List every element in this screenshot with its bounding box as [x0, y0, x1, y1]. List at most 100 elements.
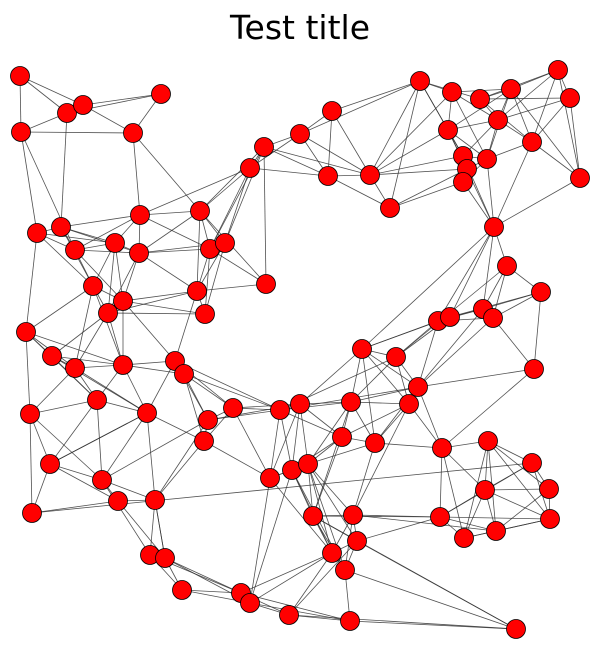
graph-edge — [183, 373, 234, 409]
graph-edge — [263, 146, 267, 285]
graph-node — [365, 433, 385, 453]
graph-edge — [307, 401, 352, 465]
graph-edge — [36, 232, 94, 287]
graph-node — [347, 531, 367, 551]
graph-edge — [493, 141, 533, 228]
graph-node — [360, 165, 380, 185]
graph-node — [92, 470, 112, 490]
graph-node — [343, 505, 363, 525]
graph-edge — [417, 368, 535, 388]
graph-edge — [29, 367, 76, 415]
graph-node — [290, 394, 310, 414]
graph-node — [501, 79, 521, 99]
graph-node — [506, 619, 526, 639]
graph-edge — [74, 249, 140, 254]
graph-edge — [369, 91, 453, 176]
graph-node — [73, 95, 93, 115]
graph-edge — [51, 312, 109, 357]
graph-edge — [449, 291, 542, 318]
graph-edge — [269, 409, 281, 479]
graph-node — [488, 110, 508, 130]
graph-node — [187, 281, 207, 301]
graph-node — [113, 355, 133, 375]
graph-node — [87, 390, 107, 410]
graph-edge — [139, 167, 251, 216]
graph-edge — [299, 348, 363, 405]
graph-node — [51, 217, 71, 237]
graph-edge — [249, 133, 301, 169]
graph-edge — [138, 252, 198, 292]
graph-node — [453, 172, 473, 192]
graph-node — [560, 88, 580, 108]
graph-edge — [138, 248, 211, 254]
graph-edge — [249, 469, 293, 604]
graph-edge — [439, 516, 551, 520]
graph-node — [113, 291, 133, 311]
graph-node — [151, 84, 171, 104]
graph-edge — [249, 477, 271, 604]
graph-edge — [557, 69, 581, 179]
graph-node — [475, 480, 495, 500]
graph-edge — [60, 214, 141, 228]
graph-node — [408, 377, 428, 397]
graph-edge — [196, 283, 267, 292]
graph-edge — [350, 386, 419, 403]
graph-edge — [327, 175, 391, 209]
graph-node — [341, 392, 361, 412]
graph-edge — [49, 399, 98, 465]
graph-node — [22, 503, 42, 523]
graph-node — [432, 438, 452, 458]
graph-edge — [510, 88, 581, 179]
graph-edge — [263, 146, 329, 177]
graph-edge — [307, 442, 376, 465]
graph-node — [410, 71, 430, 91]
graph-edge — [146, 412, 205, 442]
graph-edge — [146, 412, 156, 501]
graph-node — [108, 491, 128, 511]
graph-edge — [389, 181, 464, 209]
graph-node — [65, 358, 85, 378]
graph-node — [340, 611, 360, 631]
graph-edge — [361, 348, 419, 388]
graph-edge — [139, 210, 201, 216]
graph-edge — [74, 285, 94, 369]
graph-edge — [374, 442, 443, 449]
graph-node — [40, 454, 60, 474]
graph-edge — [356, 540, 517, 630]
graph-node — [484, 217, 504, 237]
graph-node — [478, 431, 498, 451]
graph-node — [352, 339, 372, 359]
edge-layer — [19, 69, 581, 630]
chart-title: Test title — [230, 8, 370, 47]
graph-edge — [439, 447, 443, 518]
graph-edge — [463, 518, 551, 539]
graph-edge — [74, 249, 124, 302]
graph-edge — [417, 308, 484, 388]
graph-edge — [569, 97, 581, 179]
graph-edge — [25, 232, 38, 333]
graph-node — [483, 308, 503, 328]
graph-node — [440, 307, 460, 327]
graph-edge — [299, 133, 371, 176]
graph-edge — [417, 386, 443, 449]
graph-node — [486, 521, 506, 541]
graph-edge — [417, 320, 439, 388]
graph-edge — [307, 463, 358, 542]
graph-edge — [369, 129, 449, 176]
graph-node — [322, 101, 342, 121]
graph-edge — [369, 80, 421, 176]
graph-edge — [19, 75, 68, 114]
graph-node — [522, 453, 542, 473]
graph-edge — [441, 368, 535, 449]
graph-node — [380, 198, 400, 218]
graph-edge — [356, 516, 441, 542]
graph-edge — [139, 214, 211, 250]
graph-node — [386, 347, 406, 367]
graph-edge — [493, 177, 581, 228]
graph-node — [215, 233, 235, 253]
graph-edge — [29, 413, 103, 481]
graph-edge — [497, 97, 571, 121]
graph-node — [123, 123, 143, 143]
graph-edge — [60, 226, 140, 254]
